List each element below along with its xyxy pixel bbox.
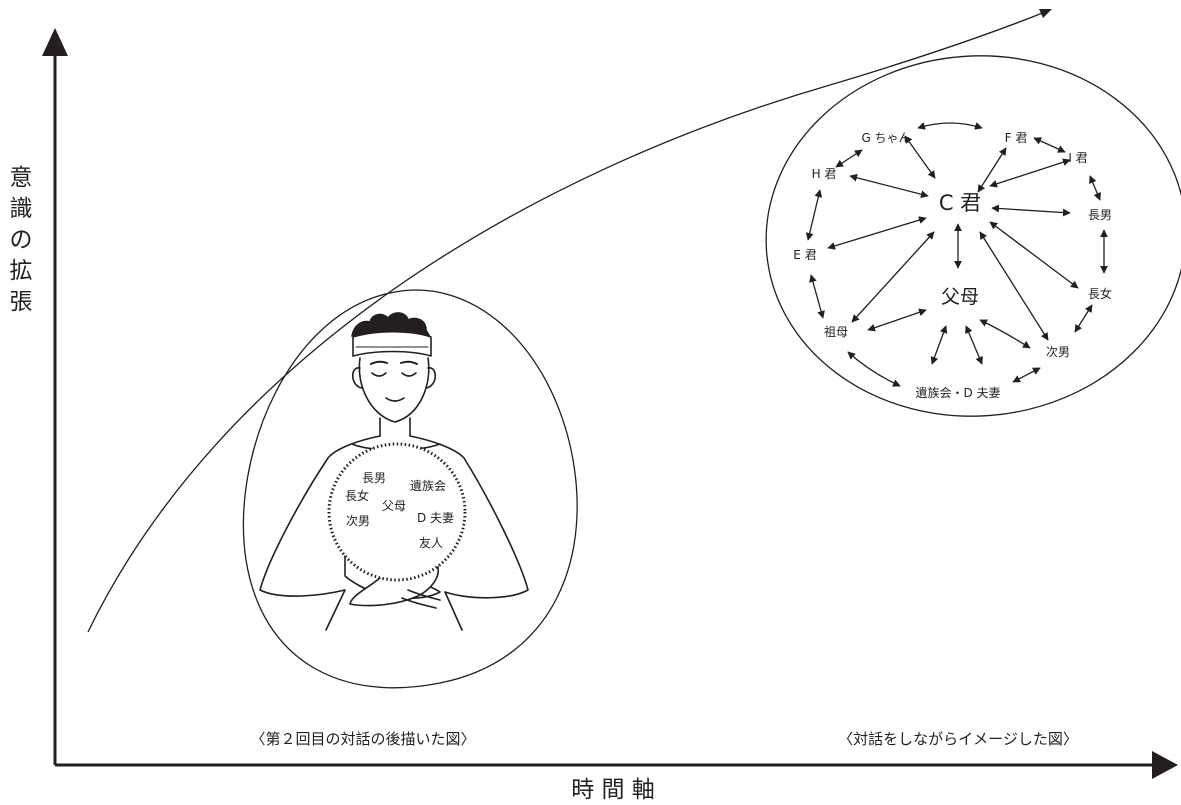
growth-curve — [87, 11, 1046, 633]
y-axis-label: 意 識 の 拡 張 — [8, 163, 34, 318]
ring-jinan: 次男 — [1046, 345, 1070, 359]
ring-chonan: 長男 — [1088, 208, 1112, 222]
arrow-e-h — [805, 189, 823, 241]
left-word-chojo: 長女 — [345, 488, 369, 503]
left-word-chonan: 長男 — [362, 471, 386, 485]
ring-chojo: 長女 — [1088, 286, 1112, 301]
left-enclosure-blob — [242, 289, 578, 689]
ring-sobo: 祖母 — [824, 324, 848, 339]
arrow-fubo-izokukai-1 — [930, 325, 948, 365]
left-eye — [371, 372, 387, 377]
x-axis-arrowhead — [1152, 751, 1178, 779]
arrow-chojo-jinan — [1074, 304, 1093, 333]
arrow-c-sobo — [851, 231, 935, 323]
right-figure: C 君 父母 G ちゃん F 君 I 君 H 君 長男 E 君 長女 祖母 次男… — [765, 55, 1181, 748]
arrow-c-e — [827, 216, 927, 250]
headband — [352, 331, 432, 357]
arrow-c-chonan — [991, 204, 1071, 217]
arrow-fubo-jinan — [979, 319, 1031, 349]
hair — [351, 312, 431, 338]
arrow-sobo-e — [809, 274, 825, 319]
ring-i-kun: I 君 — [1068, 151, 1087, 165]
face-outline — [358, 357, 430, 423]
left-word-fubo: 父母 — [382, 499, 406, 513]
center-c-kun: C 君 — [939, 191, 981, 215]
left-word-yujin: 友人 — [419, 536, 443, 550]
left-word-jinan: 次男 — [346, 514, 370, 528]
y-axis-label-char: の — [9, 227, 33, 253]
left-word-d-fusai: D 夫妻 — [417, 511, 454, 525]
family-dotted-circle — [327, 442, 467, 582]
relation-arrows — [805, 122, 1108, 387]
arrow-c-g — [904, 135, 936, 179]
shirt-left — [259, 435, 381, 631]
shirt-right — [409, 435, 529, 631]
fingers-right — [401, 589, 441, 609]
growth-curve-arrowhead — [1039, 9, 1052, 18]
right-caption: 〈対話をしながらイメージした図〉 — [838, 730, 1078, 748]
arrow-f-i — [1033, 137, 1066, 153]
axes: 時 間 軸 — [42, 28, 1178, 803]
arrow-fubo-izokukai-2 — [965, 325, 983, 365]
x-axis-label: 時 間 軸 — [571, 777, 655, 803]
neck — [379, 417, 411, 437]
y-axis-label-char: 意 — [9, 165, 33, 191]
mouth — [385, 397, 405, 402]
right-enclosure-circle — [765, 55, 1181, 417]
right-brow — [400, 360, 418, 365]
ring-f-kun: F 君 — [1005, 131, 1028, 145]
right-eye — [401, 372, 417, 377]
y-axis-label-char: 張 — [9, 289, 33, 315]
left-ear — [351, 367, 363, 389]
arrow-c-h — [849, 173, 929, 199]
ring-e-kun: E 君 — [793, 248, 816, 262]
y-axis-label-char: 識 — [9, 196, 33, 222]
arrow-c-jinan — [979, 231, 1049, 341]
center-fubo: 父母 — [941, 286, 979, 308]
arrow-i-chonan — [1089, 175, 1101, 201]
left-caption: 〈第２回目の対話の後描いた図〉 — [250, 730, 475, 748]
arrow-izokukai-sobo — [847, 351, 901, 387]
left-brow — [370, 360, 388, 365]
left-word-izokukai: 遺族会 — [410, 478, 446, 493]
arrow-g-h — [835, 149, 863, 168]
ring-h-kun: H 君 — [812, 167, 837, 181]
left-figure: 長男 長女 遺族会 父母 次男 D 夫妻 友人 〈第２回目の対話の後描いた図〉 — [242, 289, 578, 748]
arrow-c-chojo — [989, 221, 1079, 289]
ring-g-chan: G ちゃん — [861, 131, 910, 145]
y-axis-arrowhead — [42, 28, 68, 56]
y-axis-label-char: 拡 — [9, 258, 33, 284]
right-ear — [425, 367, 437, 389]
arrow-g-f — [917, 122, 983, 130]
arrow-fubo-sobo — [867, 308, 927, 332]
arrow-jinan-izokukai — [1012, 367, 1041, 383]
arrow-c-i — [989, 158, 1071, 188]
ring-izokukai-d-fusai: 遺族会・D 夫妻 — [915, 385, 1000, 400]
